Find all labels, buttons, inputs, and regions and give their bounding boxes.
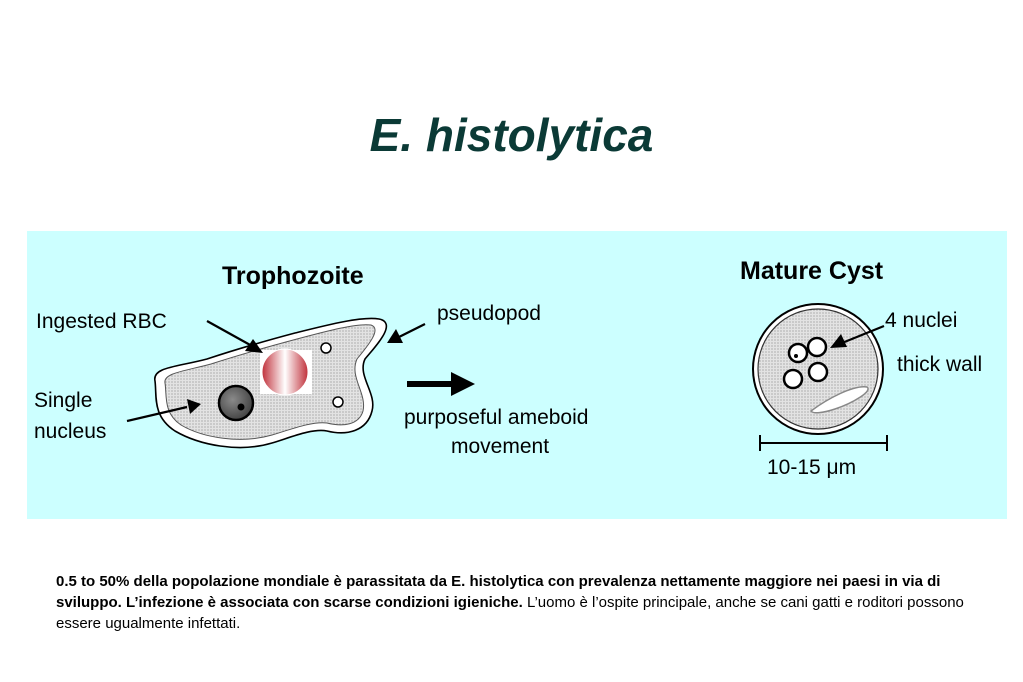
movement-label-line1: purposeful ameboid	[404, 406, 589, 429]
single-nucleus-label-line2: nucleus	[34, 420, 107, 443]
cyst-nucleus-icon	[806, 336, 828, 358]
trophozoite-heading: Trophozoite	[222, 262, 364, 290]
chromatoid-body-icon	[809, 386, 869, 414]
vacuole-icon	[332, 396, 344, 408]
cyst-heading: Mature Cyst	[740, 257, 884, 285]
karyosome-icon	[237, 403, 245, 411]
movement-label-line2: movement	[451, 435, 550, 458]
caption-normal: L’uomo è l’ospite principale, anche se c…	[56, 594, 964, 632]
thick-wall-label: thick wall	[897, 353, 983, 376]
nucleus-icon	[217, 384, 255, 422]
nuclei-arrow	[830, 324, 885, 348]
caption-text: 0.5 to 50% della popolazione mondiale è …	[56, 571, 986, 634]
cyst-drawing	[752, 303, 884, 435]
movement-arrow-icon	[407, 372, 475, 396]
diagram-drawing	[126, 303, 888, 451]
page-title: E. histolytica	[369, 109, 654, 161]
label-arrows	[126, 320, 426, 423]
pseudopod-label: pseudopod	[437, 302, 541, 325]
vacuole-icon	[320, 342, 332, 354]
cyst-nucleus-icon	[807, 361, 829, 383]
scale-bar	[759, 435, 888, 451]
four-nuclei-label: 4 nuclei	[885, 309, 958, 332]
diagram-panel: Trophozoite Ingested RBC pseudopod Singl…	[27, 231, 1007, 519]
cyst-nucleus-icon	[787, 342, 809, 364]
single-nucleus-label-line1: Single	[34, 389, 93, 412]
ingested-rbc-label: Ingested RBC	[36, 310, 167, 333]
cyst-nucleus-icon	[782, 368, 804, 390]
caption-bold: 0.5 to 50% della popolazione mondiale è …	[56, 573, 941, 611]
size-label: 10-15 μm	[767, 456, 857, 479]
rbc-icon	[261, 348, 309, 396]
